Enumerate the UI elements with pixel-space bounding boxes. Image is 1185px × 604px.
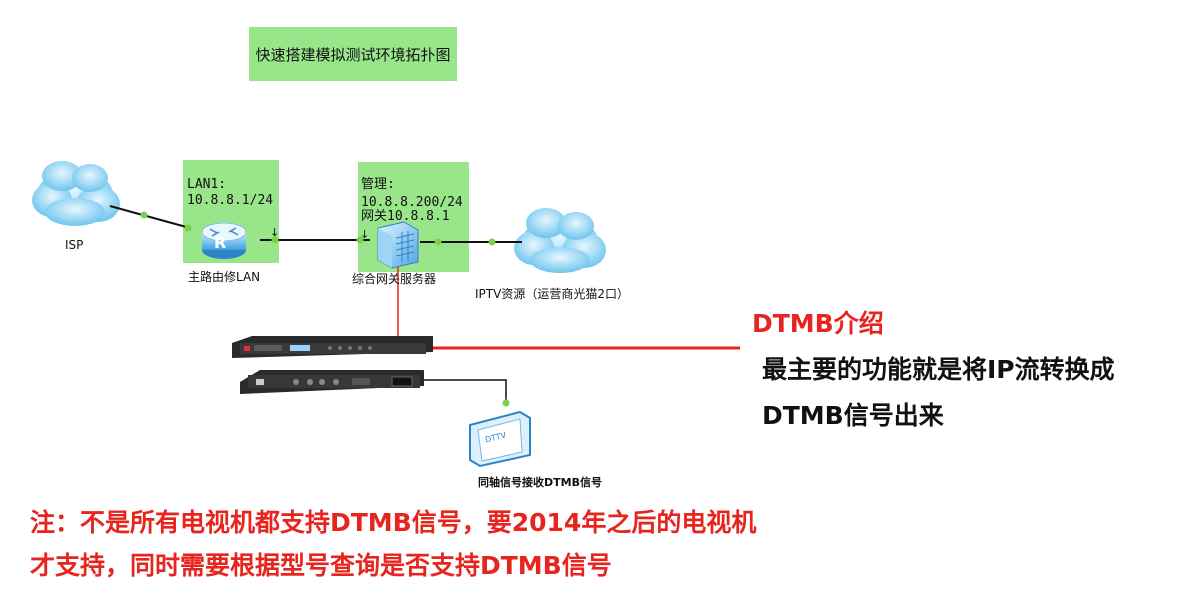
connector-dots bbox=[140, 211, 510, 407]
server-mgmt-ip: 10.8.8.200/24 bbox=[361, 195, 463, 210]
router-lan-label: LAN1: bbox=[187, 177, 227, 192]
isp-cloud-icon bbox=[32, 161, 120, 226]
server-gateway: 网关10.8.8.1 bbox=[361, 209, 450, 224]
iptv-label: IPTV资源（运营商光猫2口） bbox=[475, 287, 629, 301]
note-line1: 注：不是所有电视机都支持DTMB信号，要2014年之后的电视机 bbox=[30, 508, 757, 537]
diagram-title: 快速搭建模拟测试环境拓扑图 bbox=[249, 27, 457, 81]
server-arrow-icon: ↓ bbox=[360, 228, 370, 241]
router-letter: R bbox=[214, 233, 227, 252]
receiver-device bbox=[240, 370, 424, 394]
note-line2: 才支持，同时需要根据型号查询是否支持DTMB信号 bbox=[30, 551, 612, 580]
dtmb-heading: DTMB介绍 bbox=[752, 309, 884, 338]
router-caption: 主路由修LAN bbox=[188, 270, 261, 284]
server-icon bbox=[377, 221, 419, 269]
router-icon bbox=[201, 222, 247, 259]
router-lan-ip: 10.8.8.1/24 bbox=[187, 193, 274, 208]
tv-icon bbox=[469, 410, 531, 468]
server-mgmt-label: 管理: bbox=[361, 177, 395, 192]
router-arrow-icon: ↓ bbox=[270, 226, 280, 239]
iptv-cloud-icon bbox=[514, 208, 606, 273]
tv-caption: 同轴信号接收DTMB信号 bbox=[478, 476, 602, 489]
isp-label: ISP bbox=[65, 238, 84, 252]
server-caption: 综合网关服务器 bbox=[352, 272, 437, 286]
dtmb-description-line2: DTMB信号出来 bbox=[762, 401, 944, 430]
dtmb-description-line1: 最主要的功能就是将IP流转换成 bbox=[762, 355, 1115, 384]
dtmb-modulator-device bbox=[232, 336, 433, 358]
